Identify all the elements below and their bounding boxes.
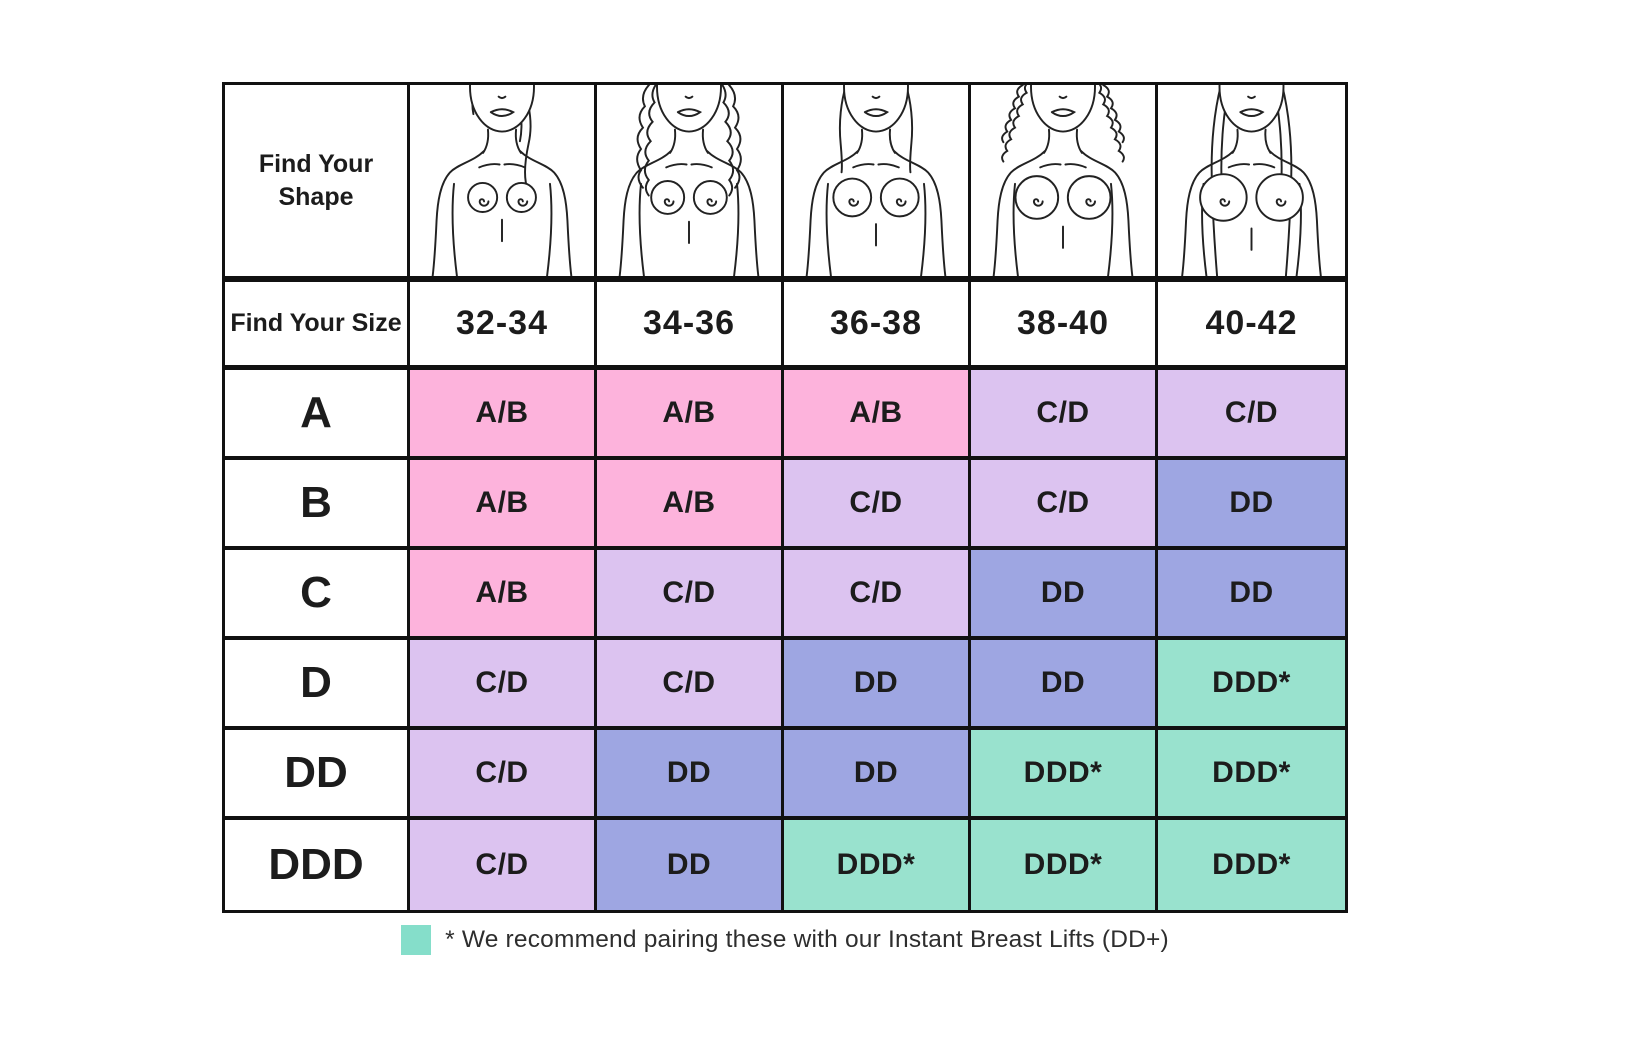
- band-size-36-38: 36-38: [784, 282, 971, 370]
- recommended-size-cell: DD: [1158, 460, 1345, 550]
- recommended-size-cell: C/D: [410, 640, 597, 730]
- body-shape-figure-3: [784, 85, 971, 282]
- recommended-size-cell: DDD*: [1158, 640, 1345, 730]
- cup-row-label-B: B: [225, 460, 410, 550]
- recommended-size-cell: C/D: [784, 550, 971, 640]
- shape-header-label: Find Your Shape: [258, 150, 374, 211]
- recommended-size-cell: C/D: [971, 370, 1158, 460]
- cup-row-label-A: A: [225, 370, 410, 460]
- size-header-label: Find Your Size: [230, 309, 402, 338]
- body-shape-icon: [992, 85, 1134, 276]
- recommended-size-cell: DD: [971, 550, 1158, 640]
- recommended-size-cell: C/D: [597, 550, 784, 640]
- recommended-size-cell: DDD*: [784, 820, 971, 910]
- band-size-38-40: 38-40: [971, 282, 1158, 370]
- recommended-size-cell: DD: [597, 730, 784, 820]
- band-size-32-34: 32-34: [410, 282, 597, 370]
- recommended-size-cell: A/B: [784, 370, 971, 460]
- cup-row-label-C: C: [225, 550, 410, 640]
- recommended-size-cell: DDD*: [1158, 820, 1345, 910]
- recommended-size-cell: DDD*: [971, 730, 1158, 820]
- size-header-cell: Find Your Size: [225, 282, 410, 370]
- cup-row-label-DDD: DDD: [225, 820, 410, 910]
- footnote: * We recommend pairing these with our In…: [222, 925, 1348, 955]
- recommended-size-cell: DD: [784, 730, 971, 820]
- body-shape-figure-5: [1158, 85, 1345, 282]
- recommended-size-cell: DD: [597, 820, 784, 910]
- body-shape-icon: [618, 85, 760, 276]
- size-chart-table: Find Your Shape Find Your Size: [222, 82, 1348, 913]
- band-size-34-36: 34-36: [597, 282, 784, 370]
- recommended-size-cell: A/B: [410, 370, 597, 460]
- body-shape-icon: [431, 85, 573, 276]
- recommended-size-cell: A/B: [597, 370, 784, 460]
- recommended-size-cell: C/D: [784, 460, 971, 550]
- body-shape-icon: [1181, 85, 1322, 276]
- body-shape-figure-4: [971, 85, 1158, 282]
- footnote-text: * We recommend pairing these with our In…: [445, 926, 1169, 953]
- recommended-size-cell: A/B: [410, 550, 597, 640]
- cup-row-label-D: D: [225, 640, 410, 730]
- recommended-size-cell: DD: [784, 640, 971, 730]
- recommended-size-cell: A/B: [597, 460, 784, 550]
- band-size-40-42: 40-42: [1158, 282, 1345, 370]
- recommended-size-cell: A/B: [410, 460, 597, 550]
- body-shape-icon: [805, 85, 947, 276]
- recommended-size-cell: DD: [971, 640, 1158, 730]
- body-shape-figure-1: [410, 85, 597, 282]
- recommended-size-cell: C/D: [971, 460, 1158, 550]
- cup-row-label-DD: DD: [225, 730, 410, 820]
- footnote-color-swatch: [401, 925, 432, 955]
- body-shape-figure-2: [597, 85, 784, 282]
- recommended-size-cell: C/D: [410, 730, 597, 820]
- recommended-size-cell: DD: [1158, 550, 1345, 640]
- recommended-size-cell: C/D: [597, 640, 784, 730]
- recommended-size-cell: C/D: [1158, 370, 1345, 460]
- recommended-size-cell: DDD*: [1158, 730, 1345, 820]
- shape-header-cell: Find Your Shape: [225, 85, 410, 282]
- size-chart-grid: Find Your Shape Find Your Size: [225, 85, 1345, 910]
- recommended-size-cell: C/D: [410, 820, 597, 910]
- recommended-size-cell: DDD*: [971, 820, 1158, 910]
